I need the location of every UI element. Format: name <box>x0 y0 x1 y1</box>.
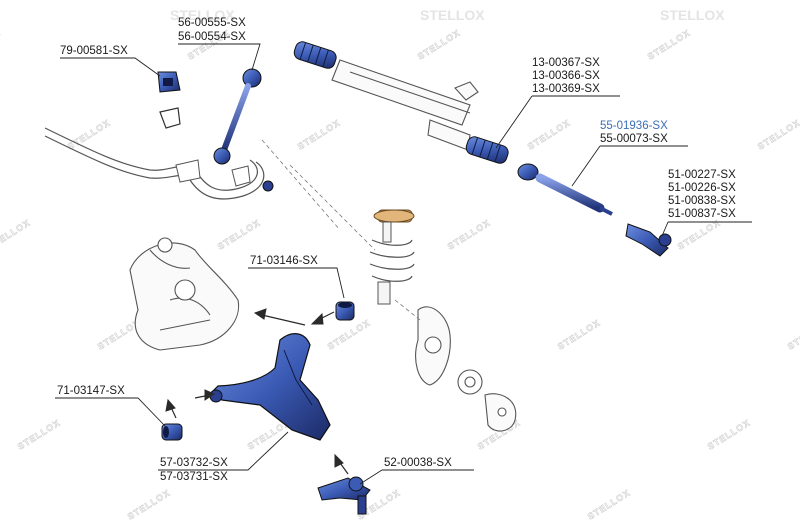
label-13-00367-sx: 13-00367-SX <box>532 57 600 69</box>
watermark-text: STELLOX <box>586 488 632 522</box>
label-51-00227-sx: 51-00227-SX <box>668 169 736 181</box>
stabilizer-link-part[interactable] <box>213 68 274 192</box>
watermark-text: STELLOX <box>526 118 572 152</box>
rear-bushing-part[interactable] <box>161 423 183 441</box>
svg-text:STELLOX: STELLOX <box>420 7 485 23</box>
label-front-bushing: 71-03146-SX <box>250 255 318 267</box>
label-13-00366-sx: 13-00366-SX <box>532 70 600 82</box>
stabilizer-bushing-part[interactable] <box>157 71 181 93</box>
svg-text:STELLOX: STELLOX <box>170 7 235 23</box>
label-steering-boot: 13-00367-SX 13-00366-SX 13-00369-SX <box>532 57 600 95</box>
label-56-00554-sx: 56-00554-SX <box>178 31 246 43</box>
watermark-text: STELLOX <box>646 28 692 62</box>
steering-boot-part[interactable] <box>292 40 510 165</box>
tie-rod-part[interactable] <box>517 163 613 216</box>
watermark-text: STELLOX <box>676 218 722 252</box>
watermark-text: STELLOX <box>126 488 172 522</box>
label-79-00581-sx: 79-00581-SX <box>60 45 128 57</box>
label-leaders <box>55 43 752 485</box>
steering-knuckle-outline <box>415 306 517 432</box>
label-stabilizer-bushing: 79-00581-SX <box>60 45 128 57</box>
strut-assembly <box>369 209 415 305</box>
label-51-00838-sx: 51-00838-SX <box>668 195 736 207</box>
arrow-icons <box>165 308 349 475</box>
watermark-text: STELLOX <box>756 118 800 152</box>
label-71-03147-sx: 71-03147-SX <box>57 385 125 397</box>
label-52-00038-sx: 52-00038-SX <box>384 457 452 469</box>
label-control-arm: 57-03732-SX 57-03731-SX <box>160 457 228 483</box>
watermark-text: STELLOX <box>706 418 752 452</box>
ball-joint-part[interactable] <box>317 476 371 515</box>
steering-rack-outline <box>331 59 479 151</box>
arrow-to-arm-icon <box>310 311 335 325</box>
label-tie-rod: 55-01936-SX 55-00073-SX <box>600 120 668 145</box>
label-57-03731-sx: 57-03731-SX <box>160 471 228 483</box>
watermark-text: STELLOX <box>16 418 62 452</box>
watermark-text: STELLOX <box>556 318 602 352</box>
watermark-text: STELLOX <box>326 318 372 352</box>
watermark-text: STELLOX <box>0 218 32 252</box>
front-bushing-part[interactable] <box>335 301 355 321</box>
arrow-to-subframe-icon <box>253 308 306 326</box>
label-ball-joint: 52-00038-SX <box>384 457 452 469</box>
label-71-03146-sx: 71-03146-SX <box>250 255 318 267</box>
label-57-03732-sx: 57-03732-SX <box>160 457 228 469</box>
label-56-00555-sx: 56-00555-SX <box>178 17 246 29</box>
tie-rod-end-part[interactable] <box>625 223 672 257</box>
label-rear-bushing: 71-03147-SX <box>57 385 125 397</box>
stabilizer-bracket-icon <box>159 107 251 187</box>
watermark-top-row: STELLOX STELLOX STELLOX <box>170 7 725 23</box>
label-tie-rod-end: 51-00227-SX 51-00226-SX 51-00838-SX 51-0… <box>668 169 736 220</box>
watermark-text: STELLOX <box>0 28 2 62</box>
arrow-to-balljoint-icon <box>334 453 349 475</box>
label-51-00226-sx: 51-00226-SX <box>668 182 736 194</box>
watermark-text: STELLOX <box>786 318 800 352</box>
arrow-to-rear-bush-icon <box>165 398 177 419</box>
watermark-text: STELLOX <box>66 118 112 152</box>
watermark-text: STELLOX <box>416 28 462 62</box>
label-13-00369-sx: 13-00369-SX <box>532 83 600 95</box>
watermark-text: STELLOX <box>296 118 342 152</box>
label-55-01936-sx: 55-01936-SX <box>600 120 668 132</box>
label-stabilizer-link: 56-00555-SX 56-00554-SX <box>178 17 246 43</box>
label-55-00073-sx: 55-00073-SX <box>600 133 668 145</box>
watermark-text: STELLOX <box>216 218 262 252</box>
subframe-outline <box>129 237 240 351</box>
watermark-text: STELLOX <box>446 218 492 252</box>
control-arm-part[interactable] <box>209 333 331 441</box>
svg-text:STELLOX: STELLOX <box>660 7 725 23</box>
arrow-to-front-bush-icon <box>194 389 216 401</box>
connector-lines <box>261 139 421 321</box>
label-51-00837-sx: 51-00837-SX <box>668 208 736 220</box>
